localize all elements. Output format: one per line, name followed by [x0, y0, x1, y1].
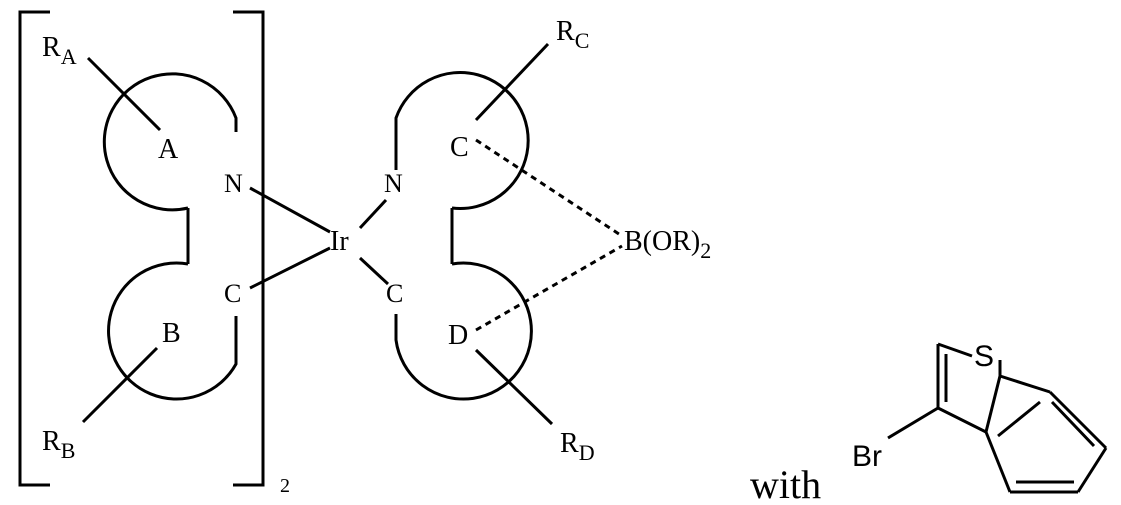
bromine-label: Br	[852, 440, 882, 473]
ring-b-label: B	[162, 318, 181, 349]
right-bracket	[233, 12, 263, 485]
with-label: with	[750, 462, 821, 505]
ir-c-bond-right	[360, 258, 388, 284]
iridium-label: Ir	[330, 226, 349, 257]
ring-a-label: A	[158, 134, 179, 165]
bracket-subscript: 2	[280, 475, 290, 497]
boron-label: B(OR)2	[624, 226, 711, 263]
rd-label: RD	[560, 428, 595, 465]
ring-d-label: D	[448, 320, 468, 351]
rd-bond	[476, 350, 552, 424]
rc-bond	[476, 44, 548, 120]
n-right-label: N	[384, 169, 403, 198]
n-left-label: N	[224, 169, 243, 198]
rb-label: RB	[42, 426, 75, 463]
left-bracket	[20, 12, 50, 485]
ra-bond	[88, 58, 160, 130]
rb-bond	[83, 348, 157, 422]
sulfur-label: S	[974, 340, 994, 373]
rc-label: RC	[556, 16, 589, 53]
c-right-label: C	[386, 279, 403, 308]
d-boron-dashed	[476, 246, 622, 330]
ring-c-label: C	[450, 132, 469, 163]
bromobenzothiophene	[888, 344, 1106, 492]
c-left-label: C	[224, 279, 241, 308]
ir-n-bond-right	[360, 200, 386, 228]
ra-label: RA	[42, 32, 77, 69]
c-boron-dashed	[476, 140, 622, 236]
